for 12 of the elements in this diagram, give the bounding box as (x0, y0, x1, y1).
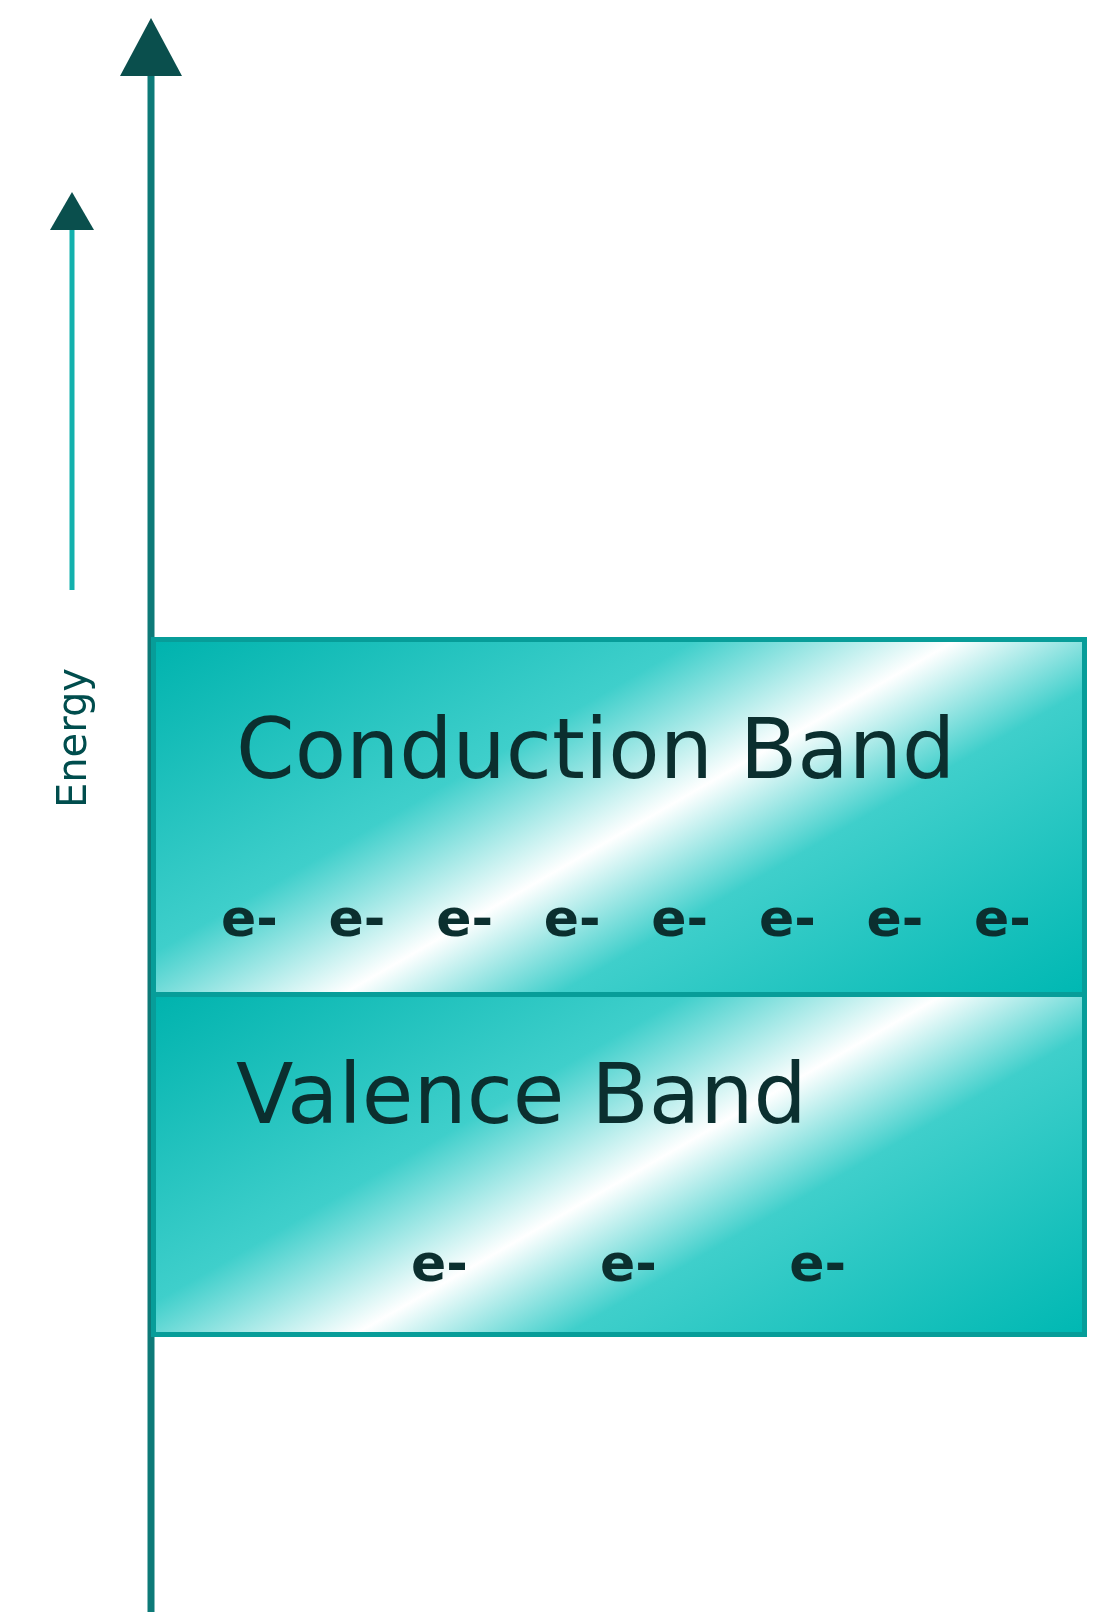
electron-label: e- (651, 892, 709, 944)
electron-label: e- (600, 1237, 657, 1289)
electron-label: e- (411, 1237, 468, 1289)
electron-label: e- (866, 892, 924, 944)
electron-label: e- (974, 892, 1031, 944)
electron-label: e- (328, 892, 386, 944)
electron-label: e- (789, 1237, 846, 1289)
electron-label: e- (436, 892, 493, 944)
band-label: Valence Band (236, 1052, 807, 1136)
electron-label: e- (221, 892, 278, 944)
electron-label: e- (758, 892, 816, 944)
electron-label: e- (543, 892, 601, 944)
